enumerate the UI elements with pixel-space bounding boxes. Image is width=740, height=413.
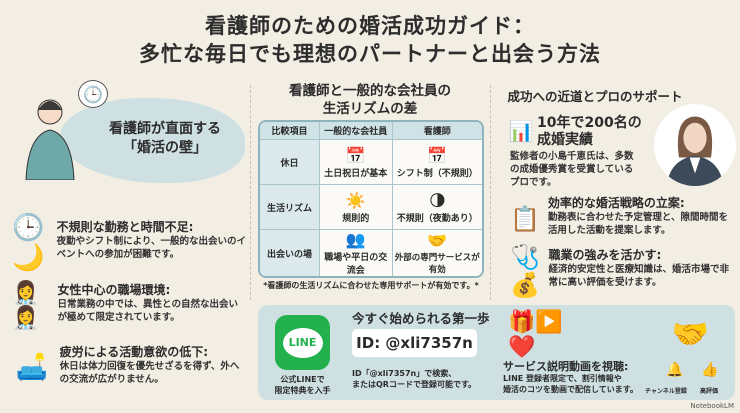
nurses-group-icon: 👩‍⚕️👩‍⚕️ xyxy=(12,280,40,331)
stat-description: 監修者の小島千恵氏は、多数の成婚優秀賞を受賞しているプロです。 xyxy=(510,150,635,189)
divider xyxy=(490,85,491,300)
table-cell: 🌗 不規則（夜勤あり） xyxy=(392,185,482,230)
cell-text: 職場や平日の交流会 xyxy=(324,253,388,276)
bell-icon[interactable]: 🔔 xyxy=(666,362,684,378)
sofa-rest-icon: 🛋️ xyxy=(15,352,48,383)
column-header: 一般的な会社員 xyxy=(320,122,393,140)
video-title: サービス説明動画を視聴: xyxy=(503,360,629,373)
left-heading-line-2: 「婚活の壁」 xyxy=(123,140,207,156)
stat-text: 監修者の小島千恵氏は、多数の成婚優秀賞を受賞しているプロです。 xyxy=(510,151,634,188)
first-step-title: 今すぐ始められる第一歩 xyxy=(352,311,490,326)
challenge-item: 🕒🌙 不規則な勤務と時間不足: 夜勤やシフト制により、一般的な出会いのイベントへの… xyxy=(12,212,247,273)
cell-text: シフト制（不規則） xyxy=(396,168,478,179)
stat-heading: 10年で200名の 成婚実績 xyxy=(537,115,642,149)
title-line-2: 多忙な毎日でも理想のパートナーと出会う方法 xyxy=(139,42,601,66)
id-instructions-line-2: またはQRコードで登録可能です。 xyxy=(352,380,477,389)
meeting-icon: 👥 xyxy=(345,230,366,249)
clock-thought-icon: 🕒 xyxy=(78,80,108,108)
support-item-text: 勤務表に合わせた予定管理と、隙間時間を活用した活動を提案します。 xyxy=(547,212,729,236)
bar-chart-icon: 📊 xyxy=(508,119,534,143)
column-header: 看護師 xyxy=(392,122,482,140)
challenge-text: 日常業務の中では、異性との自然な出会いが極めて限定されています。 xyxy=(57,299,238,323)
line-caption: 公式LINEで 限定特典を入手 xyxy=(265,374,340,396)
calendar-icon: 📅 xyxy=(345,145,366,165)
line-caption-line-2: 限定特典を入手 xyxy=(274,386,331,395)
support-item: 🩺💰 職業の強みを活かす: 経済的安定性と医療知識は、婚活市場で非常に高い評価を受… xyxy=(510,242,735,299)
id-instructions: ID「@xli7357n」で検索、 またはQRコードで登録可能です。 xyxy=(352,368,476,390)
challenge-title: 疲労による活動意欲の低下: xyxy=(59,345,209,359)
cell-text: 土日祝日が基本 xyxy=(324,168,388,179)
video-text-line-1: LINE 登録者限定で、割引情報や xyxy=(503,374,622,383)
support-item-title: 効率的な婚活戦略の立案: xyxy=(547,196,685,210)
support-item-text: 経済的安定性と医療知識は、婚活市場で非常に高い評価を受けます。 xyxy=(548,264,730,288)
sun-moon-icon: 🌗 xyxy=(428,190,446,210)
line-logo-text: LINE xyxy=(282,327,323,358)
stethoscope-money-icon: 🩺💰 xyxy=(510,242,540,299)
challenge-text: 夜勤やシフト制により、一般的な出会いのイベントへの参加が困難です。 xyxy=(56,236,247,260)
nurse-thinking-icon xyxy=(18,90,78,180)
like-label: 高評価 xyxy=(700,388,719,395)
stat-line-1: 10年で200名の xyxy=(537,115,642,131)
cell-text: 外部の専門サービスが有効 xyxy=(394,253,480,275)
divider xyxy=(250,85,251,300)
calendar-icon: 📅 xyxy=(427,145,448,165)
clock-moon-icon: 🕒🌙 xyxy=(12,212,45,273)
table-cell: 📅 土日祝日が基本 xyxy=(320,140,393,185)
comparison-table: 比較項目 一般的な会社員 看護師 休日 📅土日祝日が基本 📅シフト制（不規則） … xyxy=(258,120,484,278)
support-item-title: 職業の強みを活かす: xyxy=(548,248,662,262)
table-caption: *看護師の生活リズムに合わせた専用サポートが有効です。* xyxy=(263,281,479,290)
challenge-item: 🛋️ 疲労による活動意欲の低下: 休日は体力回復を優先せざるを得ず、外への交流が広… xyxy=(12,345,247,390)
row-label: 出会いの場 xyxy=(260,230,320,276)
line-logo[interactable]: LINE xyxy=(275,315,330,370)
watermark: NotebookLM xyxy=(690,402,734,410)
left-heading-line-1: 看護師が直面する xyxy=(109,121,221,137)
subscribe-label: チャンネル登録 xyxy=(645,388,687,395)
row-label: 休日 xyxy=(260,140,320,185)
line-caption-line-1: 公式LINEで xyxy=(280,375,325,384)
table-header-row: 比較項目 一般的な会社員 看護師 xyxy=(260,122,482,140)
video-gift-heart-icon: 🎁▶️❤️ xyxy=(508,309,563,360)
challenge-title: 不規則な勤務と時間不足: xyxy=(56,220,194,234)
column-header: 比較項目 xyxy=(260,122,320,140)
cloud-background xyxy=(60,98,245,183)
left-heading: 看護師が直面する 「婚活の壁」 xyxy=(95,120,235,158)
cta-panel xyxy=(258,305,735,400)
cell-text: 不規則（夜勤あり） xyxy=(396,213,478,224)
cell-text: 規則的 xyxy=(342,213,370,224)
table-cell: ☀️ 規則的 xyxy=(320,185,393,230)
challenge-title: 女性中心の職場環境: xyxy=(57,283,171,297)
challenge-item: 👩‍⚕️👩‍⚕️ 女性中心の職場環境: 日常業務の中では、異性との自然な出会いが極… xyxy=(12,280,247,331)
handshake-icon: 🤝 xyxy=(671,317,710,352)
comparison-title-line-1: 看護師と一般的な会社員の xyxy=(289,83,451,99)
advisor-avatar xyxy=(654,104,736,186)
table-cell: 👥 職場や平日の交流会 xyxy=(320,230,393,276)
id-instructions-line-1: ID「@xli7357n」で検索、 xyxy=(352,369,457,378)
title-line-1: 看護師のための婚活成功ガイド： xyxy=(205,14,535,38)
table-cell: 🤝 外部の専門サービスが有効 xyxy=(392,230,482,276)
clipboard-strategy-icon: 📋 xyxy=(510,204,540,233)
stat-line-2: 成婚実績 xyxy=(537,132,593,148)
video-text: LINE 登録者限定で、割引情報や 婚活のコツを動画で配信しています。 xyxy=(503,373,638,395)
handshake-icon: 🤝 xyxy=(427,231,448,250)
support-title: 成功への近道とプロのサポート xyxy=(507,89,683,104)
thumbs-up-icon[interactable]: 👍 xyxy=(701,362,719,378)
support-item: 📋 効率的な婚活戦略の立案: 勤務表に合わせた予定管理と、隙間時間を活用した活動を… xyxy=(510,196,735,241)
comparison-title: 看護師と一般的な会社員の 生活リズムの差 xyxy=(255,82,485,118)
video-text-line-2: 婚活のコツを動画で配信しています。 xyxy=(503,385,638,394)
table-row: 生活リズム ☀️ 規則的 🌗 不規則（夜勤あり） xyxy=(260,185,482,230)
sun-icon: ☀️ xyxy=(345,190,366,210)
line-id-box[interactable]: ID: @xli7357n xyxy=(352,329,477,357)
table-cell: 📅 シフト制（不規則） xyxy=(392,140,482,185)
comparison-title-line-2: 生活リズムの差 xyxy=(322,101,418,117)
table-row: 休日 📅 土日祝日が基本 📅 シフト制（不規則） xyxy=(260,140,482,185)
table-row: 出会いの場 👥 職場や平日の交流会 🤝 外部の専門サービスが有効 xyxy=(260,230,482,276)
challenge-text: 休日は体力回復を優先せざるを得ず、外への交流が広がりません。 xyxy=(59,361,240,385)
row-label: 生活リズム xyxy=(260,185,320,230)
